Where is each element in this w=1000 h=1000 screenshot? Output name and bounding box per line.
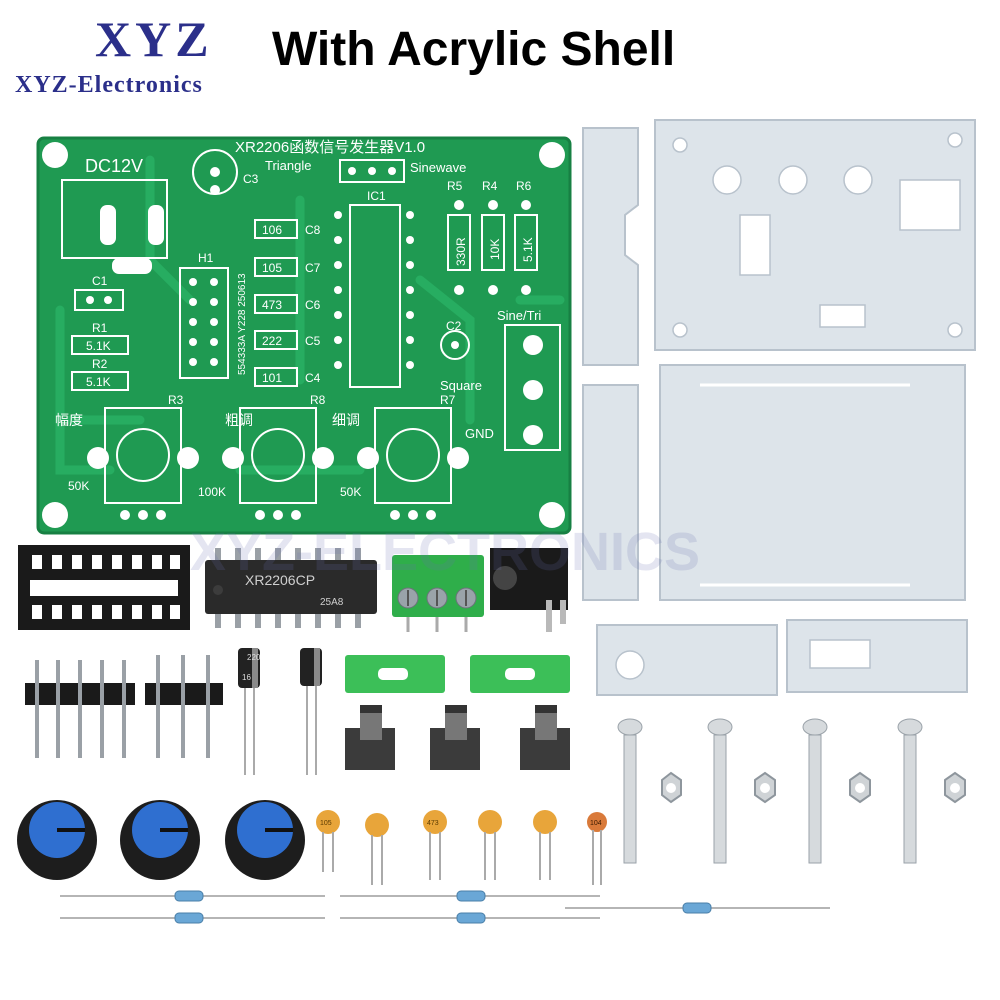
ceramic-cap-label-1: 105 — [320, 820, 332, 827]
pcb-label-r2: R2 — [92, 357, 108, 371]
pcb-label-triangle: Triangle — [265, 158, 311, 173]
electrolytic-capacitor-small — [300, 648, 322, 775]
pcb-label-pot-r3: 50K — [68, 479, 89, 493]
brand-logo: XYZ — [95, 11, 213, 67]
capacitor-value-label: 220 — [247, 653, 261, 662]
pcb-label-c5: C5 — [305, 334, 321, 348]
pcb-label-sine-tri: Sine/Tri — [497, 308, 541, 323]
pcb-label-c4-value: 101 — [262, 371, 282, 385]
ceramic-capacitors: 105 473 104 — [316, 810, 607, 885]
pin-header-5pin — [25, 660, 135, 758]
screw-terminal — [392, 555, 484, 632]
acrylic-side-panel-left-bottom — [582, 384, 639, 601]
pcb-label-r5-value: 330R — [454, 237, 468, 266]
acrylic-shell-panels — [582, 119, 976, 696]
electrolytic-capacitor: 220 16 — [238, 648, 261, 775]
jumper-caps — [345, 655, 570, 693]
capacitor-voltage-label: 16 — [242, 673, 251, 682]
pcb-label-c4: C4 — [305, 371, 321, 385]
pcb-label-ic1: IC1 — [367, 189, 386, 203]
pcb-label-h1: H1 — [198, 251, 214, 265]
knob-set — [17, 800, 305, 880]
pcb-label-c1: C1 — [92, 274, 108, 288]
brand-logo-subtitle: XYZ-Electronics — [15, 72, 203, 98]
pcb-board: DC12V C3 XR2206函数信号发生器V1.0 Triangle Sine… — [36, 136, 572, 535]
pcb-label-r6: R6 — [516, 179, 532, 193]
pcb-label-amplitude: 幅度 — [55, 412, 83, 428]
resistors — [60, 890, 830, 924]
pin-header-3pin — [145, 655, 223, 758]
pcb-label-sinewave: Sinewave — [410, 160, 466, 175]
watermark: XYZ-ELECTRONICS — [190, 522, 700, 582]
pcb-board-code: 554333A Y228 250613 — [237, 273, 248, 375]
pcb-label-r2-value: 5.1K — [86, 375, 111, 389]
pcb-label-c7: C7 — [305, 261, 321, 275]
pcb-label-c8: C8 — [305, 223, 321, 237]
pcb-label-power: DC12V — [85, 156, 143, 176]
pcb-label-c6-value: 473 — [262, 298, 282, 312]
acrylic-side-panel-left-top — [582, 127, 639, 366]
pcb-label-r8: R8 — [310, 393, 326, 407]
pcb-label-c7-value: 105 — [262, 261, 282, 275]
pcb-label-c5-value: 222 — [262, 334, 282, 348]
pcb-label-pot-r8: 100K — [198, 485, 226, 499]
pcb-label-r1-value: 5.1K — [86, 339, 111, 353]
product-headline: With Acrylic Shell — [272, 23, 676, 76]
pcb-label-c3: C3 — [243, 172, 259, 186]
ceramic-cap-label-2: 473 — [427, 820, 439, 827]
pcb-title: XR2206函数信号发生器V1.0 — [235, 139, 425, 156]
pcb-label-square: Square — [440, 378, 482, 393]
chip-code: 25A8 — [320, 597, 344, 608]
pcb-label-r4: R4 — [482, 179, 498, 193]
pcb-label-c8-value: 106 — [262, 223, 282, 237]
acrylic-top-panel — [654, 119, 976, 351]
pcb-label-r6-value: 5.1K — [521, 237, 535, 262]
pcb-label-c2: C2 — [446, 319, 462, 333]
ceramic-cap-label-3: 104 — [590, 820, 602, 827]
dc-jack — [490, 548, 568, 632]
chip-label: XR2206CP — [245, 572, 315, 588]
pcb-label-fine: 细调 — [332, 412, 360, 428]
xr2206-chip: XR2206CP 25A8 — [205, 548, 377, 628]
pcb-label-gnd: GND — [465, 426, 494, 441]
pcb-label-r5: R5 — [447, 179, 463, 193]
screws-and-nuts — [617, 718, 966, 864]
pcb-label-r1: R1 — [92, 321, 108, 335]
pcb-label-r7: R7 — [440, 393, 456, 407]
ic-socket — [18, 545, 190, 630]
acrylic-bottom-panel — [659, 364, 966, 601]
pcb-label-pot-r7: 50K — [340, 485, 361, 499]
pcb-label-r3: R3 — [168, 393, 184, 407]
pcb-label-r4-value: 10K — [488, 239, 502, 260]
potentiometer-parts — [345, 705, 570, 770]
pcb-label-c6: C6 — [305, 298, 321, 312]
